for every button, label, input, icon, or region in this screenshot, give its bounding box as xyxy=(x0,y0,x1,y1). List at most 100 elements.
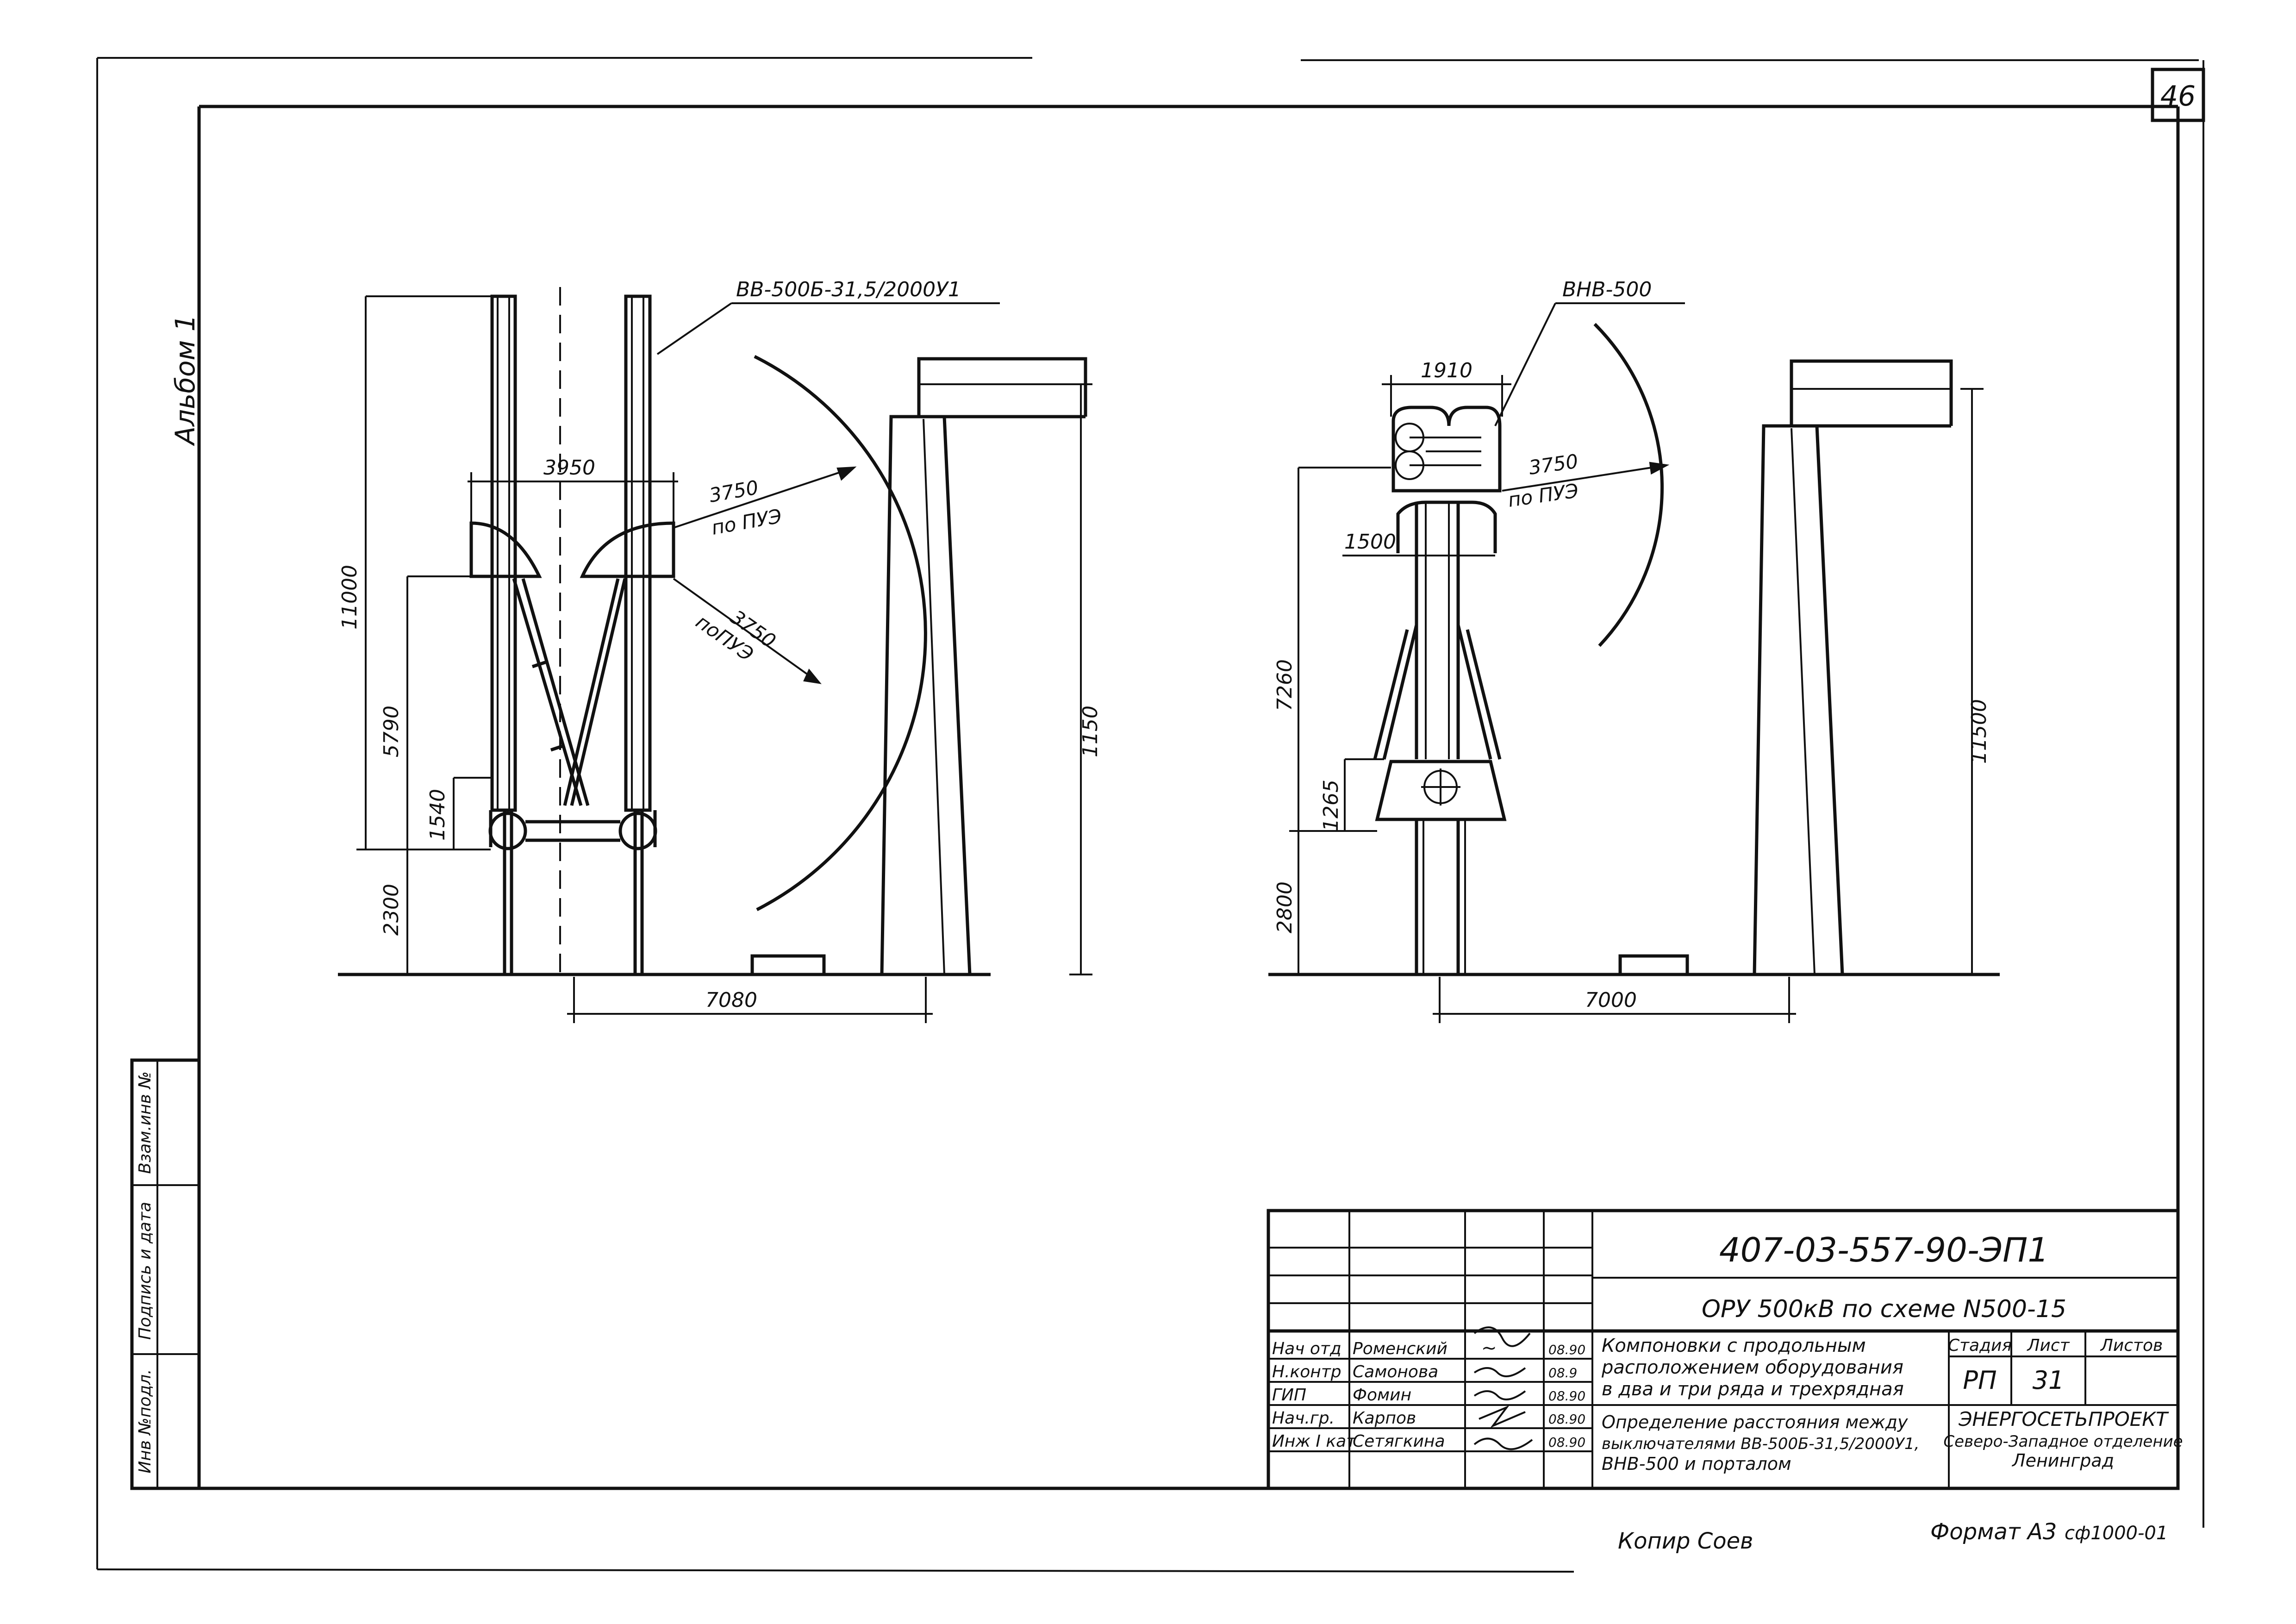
staff-signature: ~ xyxy=(1481,1337,1497,1359)
side-stamp: Взам.инв № Подпись и дата Инв №подл. xyxy=(130,1058,201,1490)
staff-name: Самонова xyxy=(1353,1362,1438,1381)
org-line-1: ЭНЕРГОСЕТЬПРОЕКТ xyxy=(1958,1408,2169,1430)
copied-by: Копир Соев xyxy=(1618,1528,1753,1554)
staff-name: Сетягкина xyxy=(1353,1432,1445,1451)
signature-scribbles xyxy=(1473,1326,1533,1450)
right-portal xyxy=(1753,359,1953,975)
staff-name: Роменский xyxy=(1353,1339,1447,1358)
left-breaker-pole-1 xyxy=(490,294,517,974)
left-foundation xyxy=(750,954,826,976)
outer-frame xyxy=(96,57,2204,1573)
right-dim-2800: 2800 xyxy=(1273,881,1297,933)
right-dim-1265: 1265 xyxy=(1319,780,1343,831)
sheet-value: 31 xyxy=(2033,1366,2065,1395)
title-line-3: в два и три ряда и трехрядная xyxy=(1602,1379,1904,1400)
staff-date: 08.90 xyxy=(1548,1342,1585,1357)
staff-date: 08.90 xyxy=(1548,1435,1585,1450)
staff-role: Нач.гр. xyxy=(1272,1409,1335,1428)
subtitle-line-2: выключателями ВВ-500Б-31,5/2000У1, xyxy=(1602,1435,1919,1453)
staff-name: Карпов xyxy=(1353,1409,1416,1428)
right-breaker-leader xyxy=(1494,302,1685,426)
side-stamp-inv-podl: Инв №подл. xyxy=(136,1369,155,1473)
left-bottom-dim xyxy=(567,977,933,1023)
sheets-header: Листов xyxy=(2100,1336,2163,1355)
left-view: ВВ-500Б-31,5/2000У1 3750 по ПУЭ 3750 поП… xyxy=(338,278,1102,1023)
staff-date: 08.9 xyxy=(1548,1365,1577,1380)
right-dim-7260: 7260 xyxy=(1273,659,1297,711)
staff-row-1: Нач отд Роменский ~ 08.90 xyxy=(1272,1337,1585,1359)
staff-row-5: Инж I кат Сетягкина 08.90 xyxy=(1272,1432,1585,1451)
right-portal-height: 11500 xyxy=(1967,699,1991,764)
subtitle-line-1: Определение расстояния между xyxy=(1602,1412,1908,1432)
left-breaker-label: ВВ-500Б-31,5/2000У1 xyxy=(736,278,961,301)
title-block-grid xyxy=(1268,1211,2178,1488)
left-dim-3950: 3950 xyxy=(543,456,595,480)
right-view: ВНВ-500 1910 3750 по ПУЭ 1500 7260 xyxy=(1268,278,2000,1023)
left-clearance-1-note: по ПУЭ xyxy=(710,505,783,539)
staff-role: Н.контр xyxy=(1272,1362,1341,1381)
right-struts xyxy=(1373,625,1502,760)
sheet-number: 46 xyxy=(2160,80,2196,112)
footer-code: сф1000-01 xyxy=(2065,1523,2168,1544)
left-clearance-arc xyxy=(754,355,927,912)
left-breaker-pole-2 xyxy=(624,294,652,974)
staff-row-2: Н.контр Самонова 08.9 xyxy=(1272,1362,1577,1381)
right-foundation xyxy=(1618,954,1689,976)
left-dim-5790: 5790 xyxy=(380,706,403,757)
left-dim-1540: 1540 xyxy=(426,789,449,841)
stage-value: РП xyxy=(1963,1366,1997,1395)
left-portal-height: 1150 xyxy=(1079,706,1102,757)
org-line-2: Северо-Западное отделение xyxy=(1943,1432,2183,1451)
right-dim-1910-text: 1910 xyxy=(1421,359,1472,382)
format-label: Формат А3 xyxy=(1930,1519,2057,1545)
right-dim-7000: 7000 xyxy=(1585,988,1637,1012)
left-base-frame xyxy=(488,810,657,850)
left-portal-height-dim xyxy=(1069,383,1092,975)
album-label: Альбом 1 xyxy=(169,314,201,446)
doc-code: 407-03-557-90-ЭП1 xyxy=(1719,1230,2049,1269)
right-breaker-label: ВНВ-500 xyxy=(1562,278,1652,301)
stage-header: Стадия xyxy=(1948,1336,2012,1355)
staff-date: 08.90 xyxy=(1548,1412,1585,1427)
left-shield-1 xyxy=(469,521,542,578)
staff-row-3: ГИП Фомин 08.90 xyxy=(1272,1386,1585,1405)
left-vertical-dims xyxy=(356,295,491,975)
right-vertical-dims xyxy=(1289,467,1391,974)
left-portal xyxy=(880,357,1087,975)
subtitle-line-3: ВНВ-500 и порталом xyxy=(1602,1454,1791,1474)
side-stamp-vzam: Взам.инв № xyxy=(136,1071,155,1174)
right-breaker-head xyxy=(1391,406,1502,493)
sheet-header: Лист xyxy=(2026,1336,2070,1355)
title-line-2: расположением оборудования xyxy=(1601,1357,1903,1378)
org-line-3: Ленинград xyxy=(2011,1450,2114,1471)
staff-name: Фомин xyxy=(1353,1386,1411,1405)
left-shield-2 xyxy=(580,521,675,578)
right-bottom-dim xyxy=(1433,977,1796,1023)
staff-role: Нач отд xyxy=(1272,1339,1341,1358)
sheet-number-box: 46 xyxy=(2151,68,2205,122)
staff-role: ГИП xyxy=(1272,1386,1306,1405)
left-struts xyxy=(512,578,627,806)
title-line-1: Компоновки с продольным xyxy=(1602,1335,1866,1356)
right-dim-1500-text: 1500 xyxy=(1344,530,1396,554)
staff-role: Инж I кат xyxy=(1272,1432,1356,1451)
left-width-dim xyxy=(468,472,678,523)
left-clearance-rays xyxy=(673,466,857,684)
staff-date: 08.90 xyxy=(1548,1388,1585,1404)
side-stamp-sign-date: Подпись и дата xyxy=(136,1202,155,1340)
right-clearance-ray xyxy=(1502,462,1670,492)
right-base-cabinet xyxy=(1375,760,1507,974)
right-clearance-arc xyxy=(1593,323,1664,647)
title-block: 407-03-557-90-ЭП1 ОРУ 500кВ по схеме N50… xyxy=(1267,1209,2183,1490)
left-dim-7080: 7080 xyxy=(705,988,757,1012)
left-dim-2300: 2300 xyxy=(380,884,403,936)
left-dim-11000: 11000 xyxy=(338,565,362,630)
right-clearance-note: по ПУЭ xyxy=(1507,479,1580,512)
staff-row-4: Нач.гр. Карпов 08.90 xyxy=(1272,1409,1585,1428)
right-clearance: 3750 xyxy=(1528,450,1580,479)
right-portal-height-dim xyxy=(1960,388,1984,975)
right-dim-1910 xyxy=(1382,375,1511,417)
project-title: ОРУ 500кВ по схеме N500-15 xyxy=(1702,1295,2066,1323)
left-breaker-leader xyxy=(656,302,1000,355)
